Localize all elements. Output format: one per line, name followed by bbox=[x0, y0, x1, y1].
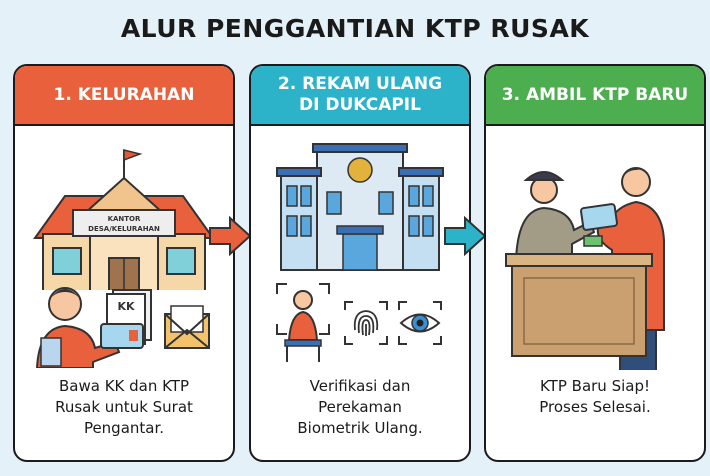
step-1-caption: Bawa KK dan KTP Rusak untuk Surat Pengan… bbox=[15, 376, 233, 439]
caption-line: Rusak untuk Surat bbox=[55, 398, 193, 416]
fingerprint-icon bbox=[344, 301, 388, 345]
step-2-panel: 2. REKAM ULANG DI DUKCAPIL bbox=[249, 64, 471, 462]
caption-line: Pengantar. bbox=[83, 419, 165, 437]
step-3-caption: KTP Baru Siap! Proses Selesai. bbox=[486, 376, 704, 418]
arrow-right-icon bbox=[209, 215, 252, 257]
arrow-right-icon bbox=[444, 215, 487, 257]
step-3-title: 3. AMBIL KTP BARU bbox=[501, 84, 689, 105]
caption-line: Verifikasi dan bbox=[309, 377, 411, 395]
step-1-panel: 1. KELURAHAN KANTOR DESA/KELURAHAN KK Ba… bbox=[13, 64, 235, 462]
document-label: KK bbox=[117, 300, 135, 313]
person-documents-icon: KK bbox=[35, 287, 210, 368]
government-building-icon bbox=[276, 143, 444, 271]
counter-officer-icon bbox=[505, 167, 665, 370]
step-3-panel: 3. AMBIL KTP BARU KTP Baru Siap! Proses … bbox=[484, 64, 706, 462]
face-scan-icon bbox=[276, 283, 330, 362]
caption-line: Proses Selesai. bbox=[539, 398, 651, 416]
building-sign-line1: KANTOR bbox=[108, 215, 141, 223]
caption-line: Perekaman bbox=[318, 398, 402, 416]
page-title: ALUR PENGGANTIAN KTP RUSAK bbox=[120, 14, 590, 43]
step-2-title-line1: 2. REKAM ULANG bbox=[277, 74, 443, 94]
eye-scan-icon bbox=[398, 301, 442, 345]
caption-line: Biometrik Ulang. bbox=[297, 419, 423, 437]
step-2-caption: Verifikasi dan Perekaman Biometrik Ulang… bbox=[251, 376, 469, 439]
step-2-header: 2. REKAM ULANG DI DUKCAPIL bbox=[251, 66, 469, 126]
step-1-title: 1. KELURAHAN bbox=[53, 84, 195, 105]
caption-line: KTP Baru Siap! bbox=[540, 377, 650, 395]
office-building-icon: KANTOR DESA/KELURAHAN bbox=[33, 149, 215, 290]
building-sign-line2: DESA/KELURAHAN bbox=[88, 225, 160, 233]
step-2-title-line2: DI DUKCAPIL bbox=[299, 95, 421, 115]
step-3-header: 3. AMBIL KTP BARU bbox=[486, 66, 704, 126]
caption-line: Bawa KK dan KTP bbox=[58, 377, 190, 395]
step-1-header: 1. KELURAHAN bbox=[15, 66, 233, 126]
